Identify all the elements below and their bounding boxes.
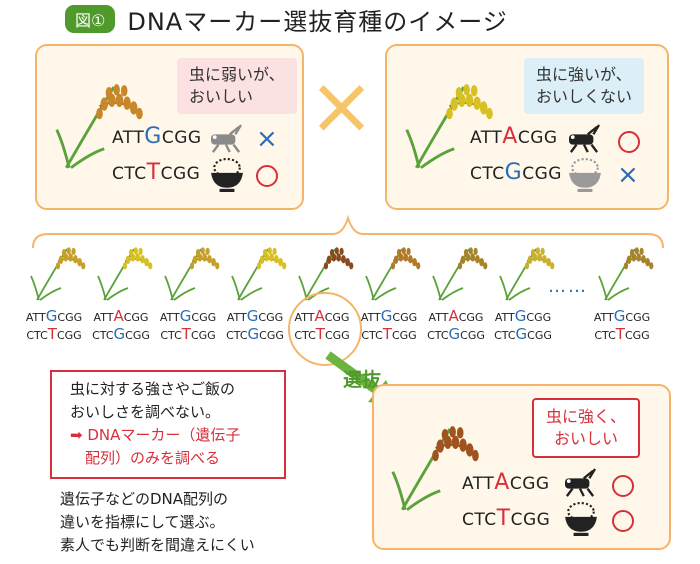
circle-mark-icon xyxy=(618,131,640,153)
circle-mark-icon xyxy=(256,165,278,187)
selected-seq2: CTCTCGG xyxy=(462,506,551,531)
figure-badge: 図① xyxy=(65,5,116,33)
rice-plant-icon xyxy=(432,246,489,301)
grasshopper-icon xyxy=(209,124,243,154)
parent-left-seq2: CTCTCGG xyxy=(112,160,201,185)
parent-right-seq1: ATTACGG xyxy=(470,124,558,149)
rice-bowl-icon xyxy=(568,158,602,192)
cross-symbol: × xyxy=(308,59,376,152)
cross-mark-icon: × xyxy=(256,124,278,154)
parent-right-note: 虫に強いが、おいしくない xyxy=(524,58,645,114)
selection-label: 選抜 xyxy=(343,369,382,391)
rice-plant-icon xyxy=(365,246,422,301)
info-box-lines: 虫に対する強さやご飯のおいしさを調べない。 xyxy=(70,380,236,421)
rice-plant-icon xyxy=(97,246,154,301)
cross-mark-icon: × xyxy=(617,160,639,190)
grasshopper-icon xyxy=(567,124,601,154)
parent-left-note: 虫に弱いが、おいしい xyxy=(177,58,297,114)
bottom-text: 遺伝子などのDNA配列の違いを指標にして選ぶ。素人でも判断を間違えにくい xyxy=(60,490,255,554)
rice-plant-icon xyxy=(30,246,87,301)
info-box: 虫に対する強さやご飯のおいしさを調べない。 ➡ DNAマーカー（遺伝子 配列）の… xyxy=(50,370,286,479)
selected-seq1: ATTACGG xyxy=(462,470,550,495)
parent-right-seq2: CTCGCGG xyxy=(470,160,562,185)
rice-plant-icon xyxy=(231,246,288,301)
info-box-arrow-lines: ➡ DNAマーカー（遺伝子 配列）のみを調べる xyxy=(70,426,241,467)
rice-bowl-icon xyxy=(564,502,598,536)
selected-highlight xyxy=(288,292,362,366)
grasshopper-icon xyxy=(563,468,597,498)
circle-mark-icon xyxy=(612,475,634,497)
rice-plant-icon xyxy=(164,246,221,301)
parent-left-seq1: ATTGCGG xyxy=(112,124,202,149)
circle-mark-icon xyxy=(612,510,634,532)
figure-title: 図① DNAマーカー選抜育種のイメージ xyxy=(65,2,508,36)
ellipsis: …… xyxy=(548,276,588,297)
title-text: DNAマーカー選抜育種のイメージ xyxy=(127,7,508,36)
selected-note: 虫に強く、おいしい xyxy=(532,398,641,458)
rice-bowl-icon xyxy=(210,158,244,192)
rice-plant-icon xyxy=(598,246,655,301)
offspring-bracket xyxy=(32,214,664,249)
